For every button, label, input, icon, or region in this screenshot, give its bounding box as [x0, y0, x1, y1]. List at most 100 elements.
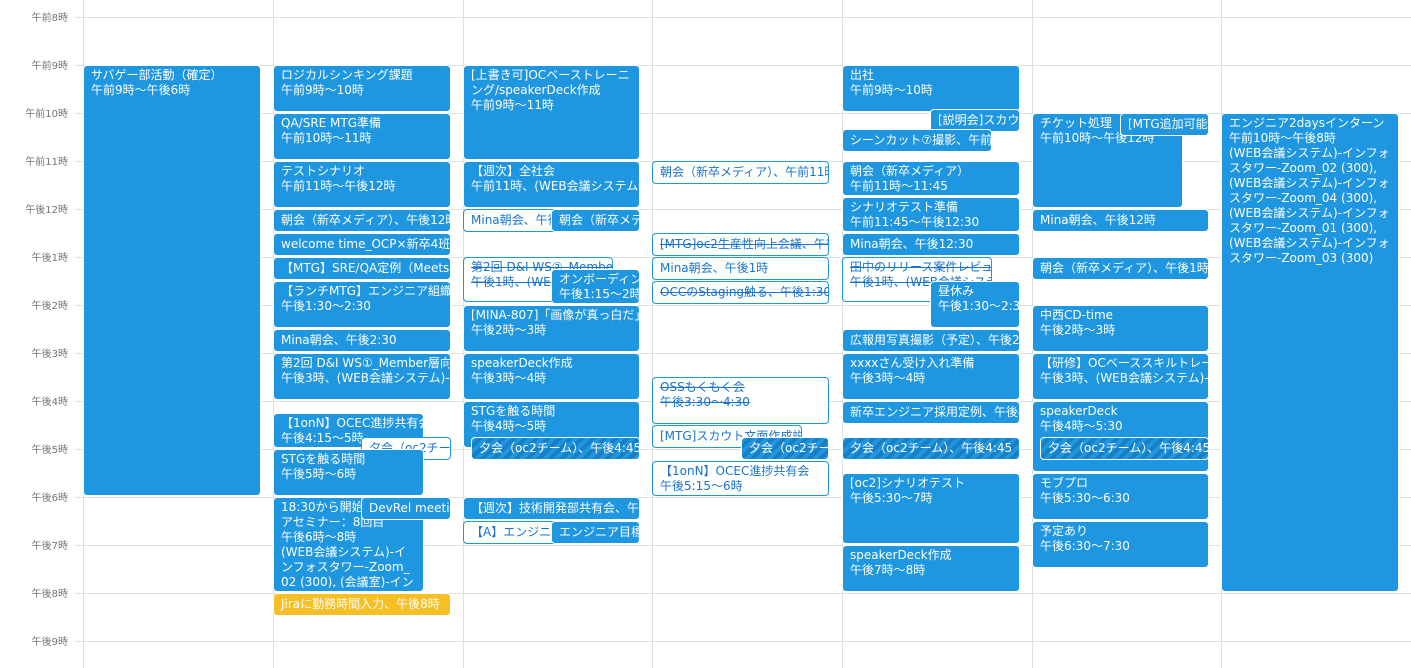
event-title: 【研修】OCベーススキルトレーニング: [1040, 356, 1208, 370]
event-time: 午後3:30～4:30: [660, 395, 750, 409]
calendar-event[interactable]: OSSもくもく会 午後3:30～4:30: [652, 377, 829, 424]
calendar-event[interactable]: [上書き可]OCベーストレーニング/speakerDeck作成 午前9時～11時: [463, 65, 640, 160]
event-time: 午後4時～5:30: [1040, 419, 1123, 433]
hour-gridline: [75, 305, 1411, 306]
event-title: OSSもくもく会: [660, 380, 745, 394]
calendar-event[interactable]: シナリオテスト準備 午前11:45～午後12:30: [842, 197, 1020, 232]
event-time: 午前9時～午後6時: [91, 83, 191, 97]
calendar-event[interactable]: QA/SRE MTG準備 午前10時～11時: [273, 113, 451, 160]
event-title: [MINA-807]「画像が真っ白だ」: [471, 308, 640, 322]
calendar-event[interactable]: [MTG追加可能]: [1120, 113, 1209, 136]
event-title: 【1onN】OCEC進捗共有会: [281, 416, 424, 430]
event-title: オンボーディング: [559, 272, 639, 286]
event-time: 午後2時～3時: [471, 323, 547, 337]
calendar-event[interactable]: 朝会（新卒メディア）、午前11時: [652, 161, 829, 184]
calendar-event[interactable]: OCCのStaging触る、午後1:30: [652, 281, 829, 304]
calendar-event[interactable]: 【MTG】SRE/QA定例（Meets）: [273, 257, 451, 280]
calendar-event[interactable]: 夕会（oc2チーム）、午後4:45: [842, 437, 1020, 460]
hour-label: 午後8時: [31, 589, 68, 600]
calendar-event[interactable]: Mina朝会、午後12:30: [842, 233, 1020, 256]
calendar-event[interactable]: モブプロ 午後5:30～6:30: [1032, 473, 1209, 520]
calendar-event[interactable]: エンジニア目標: [551, 521, 640, 544]
calendar-event[interactable]: オンボーディング 午後1:15～2時: [551, 269, 640, 304]
event-title: xxxxさん受け入れ準備: [850, 356, 975, 370]
event-title: 予定あり: [1040, 524, 1089, 538]
calendar-event[interactable]: [oc2]シナリオテスト 午後5:30～7時: [842, 473, 1020, 544]
calendar-event[interactable]: 朝会（新卒メディア）、午後12時: [273, 209, 451, 232]
event-title: エンジニア目標: [559, 525, 640, 539]
calendar-event[interactable]: 【研修】OCベーススキルトレーニング 午後3時、(WEB会議システム)-インフォ: [1032, 353, 1209, 400]
calendar-event[interactable]: 夕会（oc2チーム）、午後4:45: [1040, 437, 1209, 460]
calendar-event[interactable]: Mina朝会、午後12時: [1032, 209, 1209, 232]
event-title: [説明会]スカウト: [938, 113, 1020, 127]
calendar-event[interactable]: Mina朝会、午後2:30: [273, 329, 451, 352]
calendar-event[interactable]: 昼休み 午後1:30～2:30: [930, 281, 1020, 328]
event-time: 午後6時～8時: [281, 530, 357, 544]
event-title: [上書き可]OCベーストレーニング/speakerDeck作成: [471, 68, 630, 97]
calendar-event[interactable]: DevRel meeting: [361, 497, 451, 520]
calendar-event[interactable]: [MINA-807]「画像が真っ白だ」 午後2時～3時: [463, 305, 640, 352]
calendar-event[interactable]: 出社 午前9時～10時: [842, 65, 1020, 112]
event-title: 【週次】全社会: [471, 164, 556, 178]
event-time: 午後4:15～5時: [281, 431, 364, 445]
calendar-event[interactable]: speakerDeck 午後4時～5:30: [1032, 401, 1209, 472]
event-time: 午前9時～11時: [471, 98, 554, 112]
calendar-event[interactable]: welcome time_OCP×新卒4班、午後12:30: [273, 233, 451, 256]
calendar-event[interactable]: シーンカット⑦撮影、午前10:30: [842, 129, 992, 152]
calendar-event[interactable]: speakerDeck作成 午後7時～8時: [842, 545, 1020, 592]
hour-label: 午前9時: [31, 61, 68, 72]
hour-label: 午後1時: [31, 253, 68, 264]
calendar-event[interactable]: [MTG]oc2生産性向上会議、午後12:30: [652, 233, 829, 256]
event-title: STGを触る時間: [281, 452, 366, 466]
calendar-event[interactable]: Jiraに勤務時間入力、午後8時: [273, 593, 451, 616]
event-time: 午後3時、(WEB会議システム)-インフォ: [1040, 371, 1209, 385]
event-title: 【A】エンジニア: [471, 525, 564, 539]
calendar-event[interactable]: 夕会（oc2チーム）、午後4:45: [471, 437, 640, 460]
event-time: 午前10時～午後8時: [1229, 131, 1336, 145]
event-time: 午後5:30～6:30: [1040, 491, 1130, 505]
hour-gridline: [75, 593, 1411, 594]
hour-gridline: [75, 113, 1411, 114]
event-title: 夕会（oc2チーム）、午後4:45: [1048, 441, 1209, 455]
calendar-event[interactable]: エンジニア2daysインターン 午前10時～午後8時 (WEB会議システム)-イ…: [1221, 113, 1399, 592]
event-title: 朝会（新卒メディア）、午後1時: [1040, 261, 1209, 275]
calendar-event[interactable]: 【ランチMTG】エンジニア組織 午後1:30～2:30: [273, 281, 451, 328]
calendar-event[interactable]: 中西CD-time 午後2時～3時: [1032, 305, 1209, 352]
calendar-event[interactable]: ロジカルシンキング課題 午前9時～10時: [273, 65, 451, 112]
event-title: Mina朝会、午後2:30: [281, 333, 397, 347]
event-time: 午前10時～11時: [281, 131, 372, 145]
event-title: 出社: [850, 68, 875, 82]
calendar-event[interactable]: 朝会（新卒メディア） 午前11時～11:45: [842, 161, 1020, 196]
calendar-event[interactable]: 朝会（新卒メディア）: [551, 209, 640, 232]
event-time: 午前11時～午後12時: [281, 179, 396, 193]
event-time: 午後4時～5時: [471, 419, 547, 433]
event-title: 朝会（新卒メディア）、午後12時: [281, 213, 451, 227]
calendar-event[interactable]: speakerDeck作成 午後3時～4時: [463, 353, 640, 400]
event-time: 午後3時～4時: [850, 371, 926, 385]
event-title: 【ランチMTG】エンジニア組織: [281, 284, 451, 298]
event-time: 午後3時、(WEB会議システム)-インフォ: [281, 371, 450, 385]
calendar-event[interactable]: テストシナリオ 午前11時～午後12時: [273, 161, 451, 208]
calendar-event[interactable]: 朝会（新卒メディア）、午後1時: [1032, 257, 1209, 280]
calendar-event[interactable]: Mina朝会、午後1時: [652, 257, 829, 280]
calendar-event[interactable]: 第2回 D&I WS①_Member層向け 午後3時、(WEB会議システム)-イ…: [273, 353, 451, 400]
calendar-event[interactable]: xxxxさん受け入れ準備 午後3時～4時: [842, 353, 1020, 400]
day-column-divider: [652, 0, 653, 668]
event-time: 午前9時～10時: [281, 83, 364, 97]
event-time: 午後5時～6時: [281, 467, 357, 481]
calendar-event[interactable]: 【週次】全社会 午前11時、(WEB会議システム): [463, 161, 640, 208]
calendar-event[interactable]: 予定あり 午後6:30～7:30: [1032, 521, 1209, 568]
event-title: Mina朝会、午後12時: [1040, 213, 1156, 227]
calendar-event[interactable]: STGを触る時間 午後5時～6時: [273, 449, 424, 496]
calendar-event[interactable]: 【1onN】OCEC進捗共有会 午後5:15～6時: [652, 461, 829, 496]
calendar-event[interactable]: 広報用写真撮影（予定）、午後2:30: [842, 329, 1020, 352]
event-title: シーンカット⑦撮影、午前10:30: [850, 133, 992, 147]
calendar-event[interactable]: サバゲー部活動（確定） 午前9時～午後6時: [83, 65, 261, 496]
calendar-event[interactable]: 夕会（oc2チーム）: [741, 437, 829, 460]
event-time: 午後5:15～6時: [660, 479, 743, 493]
calendar-event[interactable]: 新卒エンジニア採用定例、午後4時: [842, 401, 1020, 424]
calendar-event[interactable]: 【週次】技術開発部共有会、午後6時: [463, 497, 640, 520]
event-title: [MTG]oc2生産性向上会議、午後12:30: [660, 237, 828, 251]
event-title: 中西CD-time: [1040, 308, 1114, 322]
